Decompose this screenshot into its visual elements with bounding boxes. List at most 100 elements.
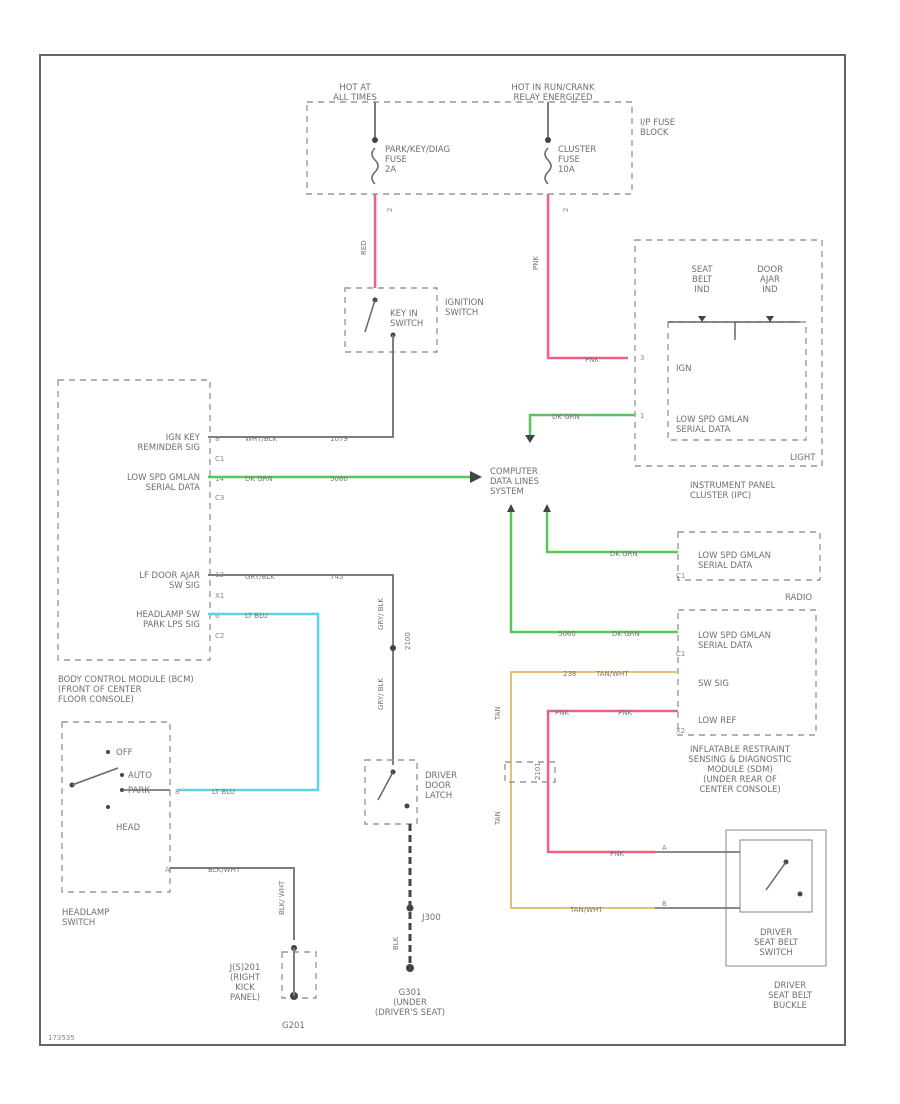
hl-pos-off [106, 750, 110, 754]
seat-belt-switch-blade [765, 861, 787, 891]
wire-label-dk-grn-ipc: DK GRN [552, 413, 580, 421]
pin-hl-park: 8 [175, 788, 179, 796]
diagram-frame [39, 54, 846, 1046]
fuse-left-icon [371, 147, 379, 185]
hl-auto-label: AUTO [128, 771, 152, 781]
wire-blk-wht-hl [170, 867, 295, 940]
wire-label-dk-grn-radio: DK GRN [612, 630, 640, 638]
wire-label-pnk-horz: PNK [585, 356, 599, 364]
pin-bcm-data-c: C3 [215, 494, 224, 502]
pin-seatbelt-b: B [662, 900, 667, 908]
wire-label-lt-blu-bottom: LT BLU [212, 788, 235, 796]
wire-label-pnk-sdm: PNK [555, 709, 569, 717]
wire-pnk-right [546, 194, 628, 360]
wire-label-tan-2: TAN [494, 811, 502, 826]
wire-gry-blk [208, 574, 394, 765]
wire-tan-wht [510, 671, 678, 909]
wire-label-5060-bcm: 5060 [330, 475, 348, 483]
hl-pos-head [106, 805, 110, 809]
module-box [677, 531, 821, 581]
pin-bcm-key: 8 [215, 435, 219, 443]
pin-bcm-door-c: X1 [215, 592, 224, 600]
wire-label-lt-blu-top: LT BLU [245, 612, 268, 620]
fuse-right-node [545, 137, 551, 143]
headlamp-switch-blade [71, 767, 119, 786]
seat-belt-switch-box [739, 839, 813, 913]
radio-low-ref-label: LOW REF [698, 716, 737, 726]
fuse-left-node [372, 137, 378, 143]
pin-bcm-hl-c: C2 [215, 632, 224, 640]
sdm-connector-box [504, 761, 556, 783]
wire-label-5060-radio: 5060 [558, 630, 576, 638]
pin-radio-x2: X2 [676, 727, 685, 735]
pin-ipc-data: 1 [640, 412, 644, 420]
arrow-to-computer-data [470, 471, 482, 483]
seat-belt-switch-node-b [797, 891, 803, 897]
wire-label-dk-grn-module: DK GRN [610, 550, 638, 558]
g201-label: G201 [282, 1021, 305, 1031]
g301-ground-icon [406, 964, 414, 972]
wire-label-wht-blk-horz: WHT/BLK [245, 435, 278, 443]
j300-label: J300 [421, 913, 441, 923]
arrow-data-left-up [507, 504, 515, 512]
wire-dk-grn-ipc [528, 413, 635, 435]
g301-label: G301(UNDER(DRIVER'S SEAT) [375, 988, 445, 1018]
wire-label-blk-wht: BLK/WHT [208, 866, 241, 874]
door-wire-splice [390, 645, 396, 651]
pin-fuse-right: 2 [562, 208, 570, 212]
wire-label-tan-wht: TAN/WHT [595, 670, 629, 678]
arrow-data-right-up [543, 504, 551, 512]
pin-hl-ground: A [165, 866, 170, 874]
wire-label-gry-blk-vert-2: GRY/ BLK [377, 678, 385, 710]
pin-radio-c: C1 [676, 650, 685, 658]
arrow-ipc-data [525, 435, 535, 443]
door-latch-node-bottom [404, 803, 410, 809]
figure-id: 173535 [48, 1034, 75, 1042]
pin-module-c: C1 [676, 572, 685, 580]
wire-label-tan-1: TAN [494, 706, 502, 721]
radio-name-label: RADIO [785, 593, 812, 603]
radio-sw-sig-label: SW SIG [698, 679, 729, 689]
pin-bcm-data: 14 [215, 475, 224, 483]
wire-label-pnk-vert: PNK [532, 256, 540, 270]
wire-dk-grn-module [545, 512, 678, 554]
wire-label-blk-wht-vert: BLK/ WHT [278, 880, 286, 915]
wire-label-pnk-sdm-2: PNK [618, 709, 632, 717]
driver-door-latch-box [364, 759, 418, 825]
pin-ipc-ign: 3 [640, 354, 644, 362]
pin-fuse-left: 2 [386, 208, 394, 212]
wire-label-red: RED [360, 240, 368, 255]
bcm-box [57, 379, 211, 661]
hl-off-label: OFF [116, 748, 133, 758]
wire-label-2101: 2101 [534, 762, 542, 780]
pin-bcm-hl: 6 [215, 612, 220, 620]
hl-park-label: PARK [128, 786, 150, 796]
wire-label-745: 745 [330, 573, 343, 581]
j201-box [281, 951, 317, 999]
wire-label-2100: 2100 [404, 632, 412, 650]
wire-label-blk: BLK [392, 936, 400, 950]
j300-splice [406, 904, 414, 912]
wire-label-dk-grn-bcm: DK GRN [245, 475, 273, 483]
wire-pnk-sdm [546, 709, 678, 854]
